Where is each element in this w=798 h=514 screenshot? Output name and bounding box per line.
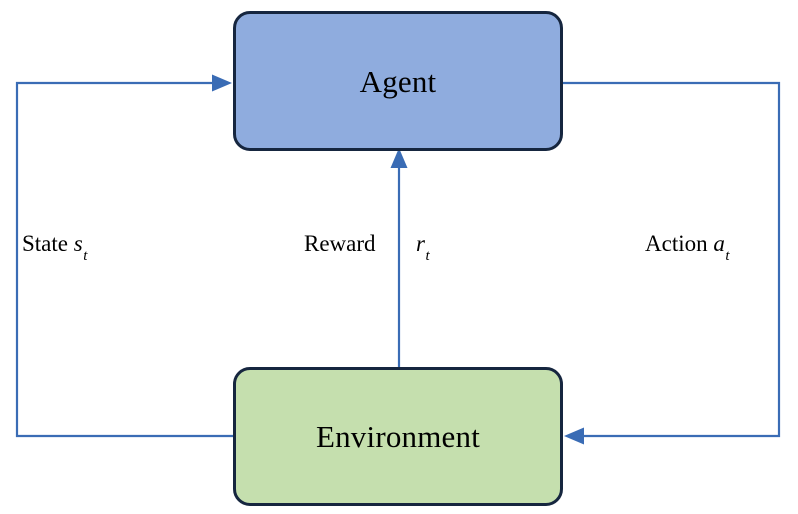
edge-label-state-symbol: s [73,231,83,256]
node-environment[interactable]: Environment [233,367,563,506]
edge-label-action: Action at [645,231,730,264]
action-connector [563,81,781,438]
edge-label-state: State st [22,231,88,264]
state-arrowhead [212,74,232,92]
edge-label-reward-text: Reward [304,231,376,256]
action-arrowhead [564,427,584,445]
node-agent-label: Agent [359,63,437,99]
reward-arrowhead [390,148,408,168]
edge-label-action-text: Action [645,231,708,256]
edge-label-action-symbol: a [713,231,725,256]
edge-label-state-subscript: t [83,247,88,264]
edge-label-action-subscript: t [725,247,730,264]
edge-label-reward: Reward [304,232,376,255]
node-agent[interactable]: Agent [233,11,563,151]
edge-label-state-text: State [22,231,68,256]
node-environment-label: Environment [315,419,481,454]
edge-label-reward-symbol: r [416,231,425,256]
edge-label-reward-subscript: t [425,247,430,264]
state-connector [15,81,234,438]
edge-label-reward-symbol-group: rt [416,231,430,264]
